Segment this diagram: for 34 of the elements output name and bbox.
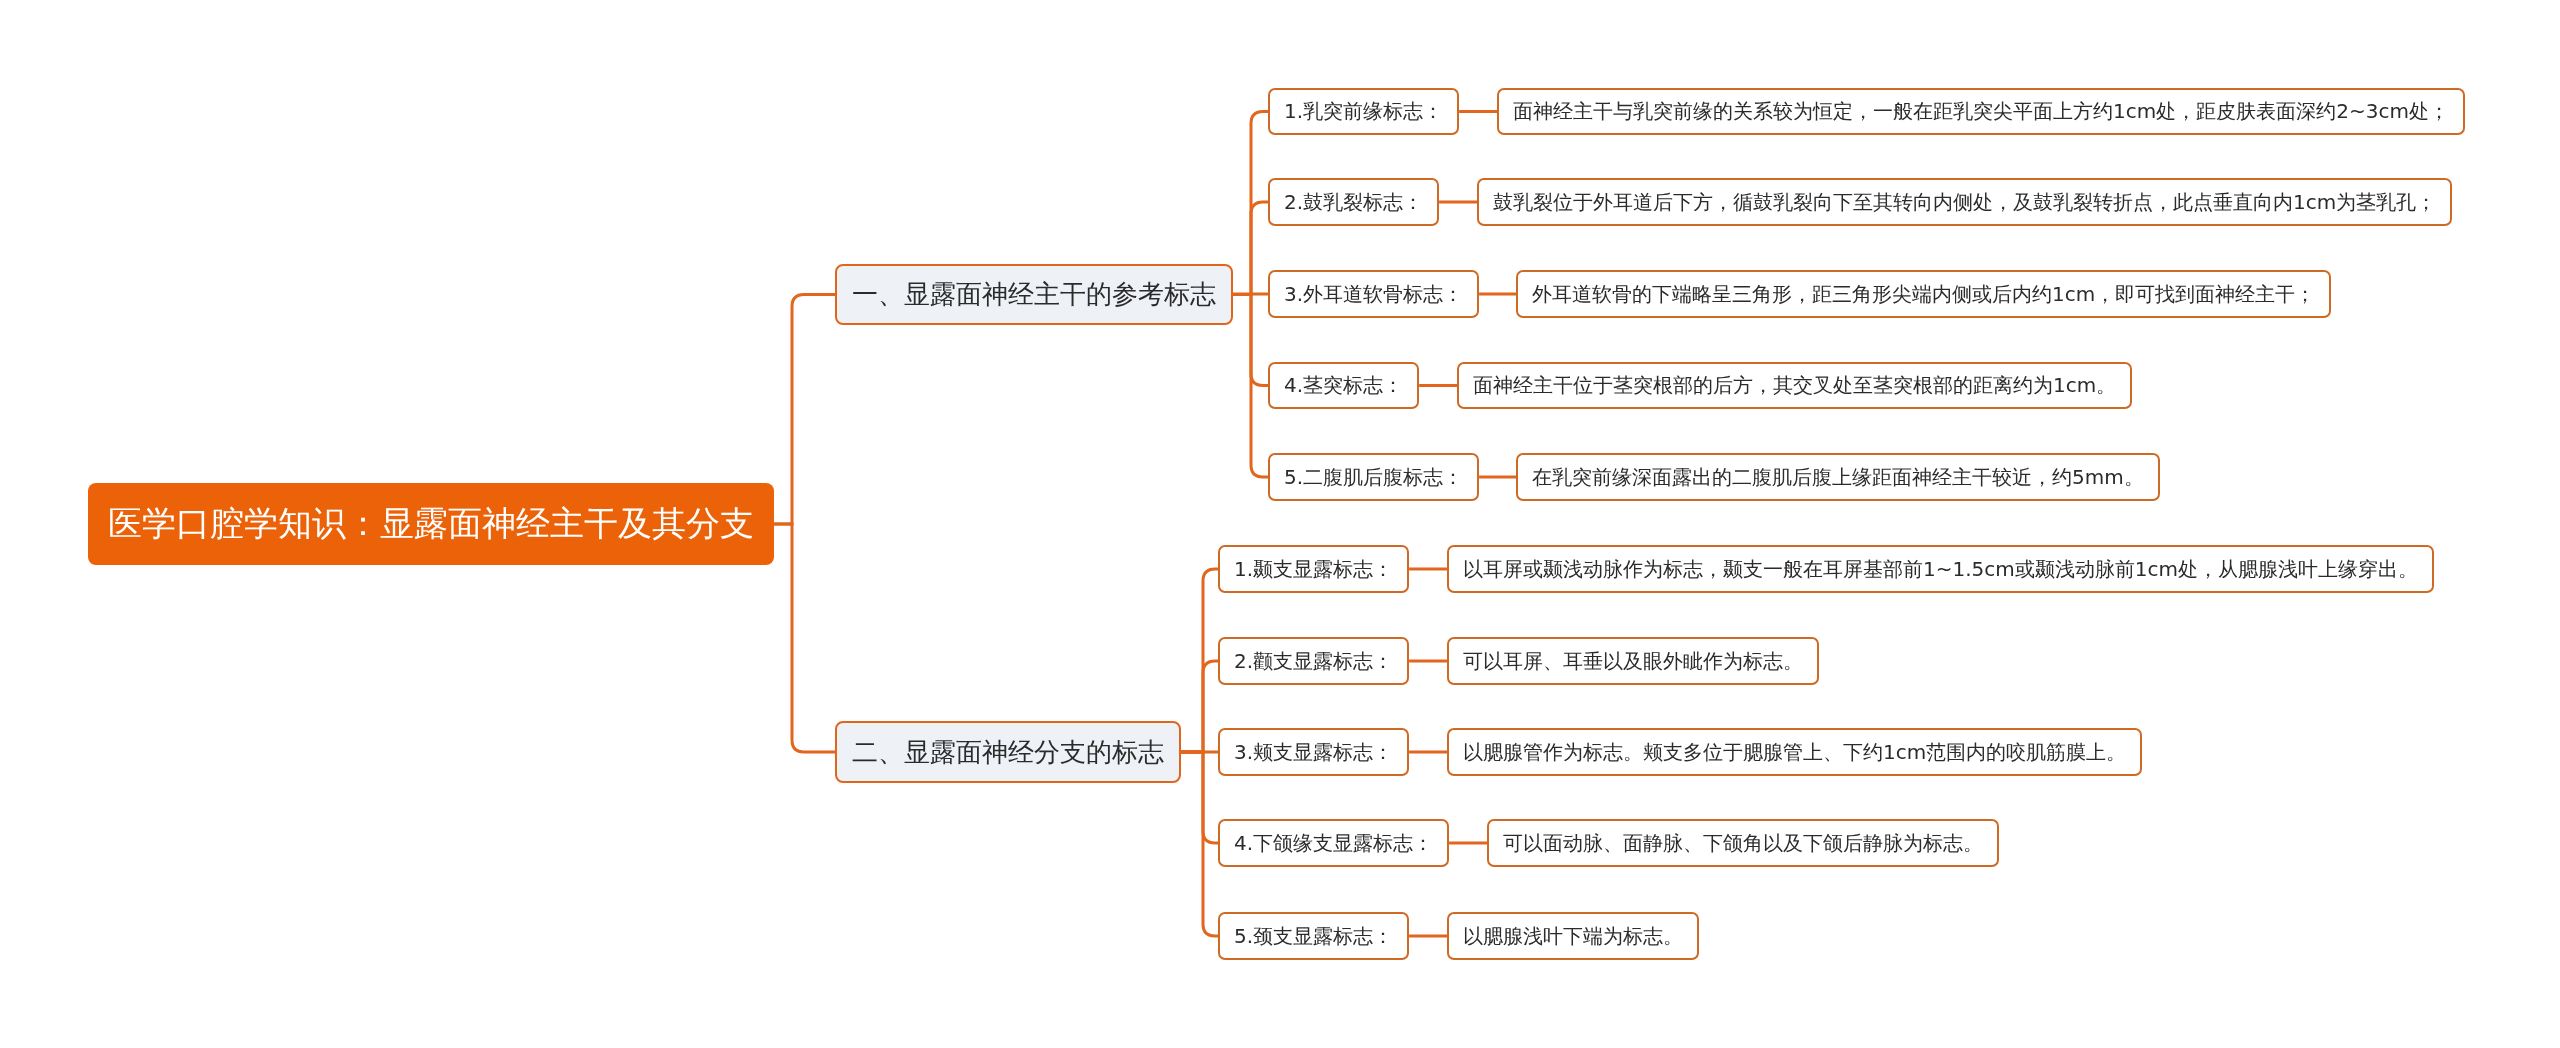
note-box: 可以耳屏、耳垂以及眼外眦作为标志。 — [1447, 637, 1819, 685]
subtopic-box: 3.颊支显露标志： — [1218, 728, 1410, 776]
note-box: 在乳突前缘深面露出的二腹肌后腹上缘距面神经主干较近，约5mm。 — [1516, 453, 2160, 501]
note-box: 以腮腺管作为标志。颊支多位于腮腺管上、下约1cm范围内的咬肌筋膜上。 — [1447, 728, 2143, 776]
note-box: 面神经主干与乳突前缘的关系较为恒定，一般在距乳突尖平面上方约1cm处，距皮肤表面深约2~3cm处； — [1497, 88, 2465, 135]
subtopic-box: 5.二腹肌后腹标志： — [1268, 453, 1480, 501]
connector-line — [1459, 110, 1497, 113]
connector-line — [1409, 659, 1447, 663]
note-box: 以腮腺浅叶下端为标志。 — [1447, 912, 1699, 960]
subtopic-box: 2.鼓乳裂标志： — [1268, 178, 1440, 226]
subtopic-box: 2.颧支显露标志： — [1218, 637, 1410, 685]
connector-line — [1479, 475, 1516, 479]
connector-line — [1409, 750, 1447, 754]
subtopic-box: 3.外耳道软骨标志： — [1268, 270, 1480, 318]
connector-line — [1419, 384, 1457, 387]
subtopic-box: 4.茎突标志： — [1268, 362, 1420, 409]
topic-box: 一、显露面神经主干的参考标志 — [835, 264, 1233, 325]
connector-line — [1439, 200, 1477, 204]
central-topic-box: 医学口腔学知识：显露面神经主干及其分支 — [88, 483, 774, 565]
connector-line — [774, 522, 835, 754]
connector-line — [1409, 934, 1447, 938]
note-box: 面神经主干位于茎突根部的后方，其交叉处至茎突根部的距离约为1cm。 — [1457, 362, 2133, 409]
subtopic-box: 4.下颌缘支显露标志： — [1218, 819, 1450, 867]
topic-box: 二、显露面神经分支的标志 — [835, 721, 1181, 783]
connector-line — [1479, 292, 1516, 296]
subtopic-box: 1.颞支显露标志： — [1218, 545, 1410, 593]
connector-line — [1409, 567, 1447, 571]
connector-line — [1449, 841, 1487, 845]
note-box: 可以面动脉、面静脉、下颌角以及下颌后静脉为标志。 — [1487, 819, 1999, 867]
note-box: 外耳道软骨的下端略呈三角形，距三角形尖端内侧或后内约1cm，即可找到面神经主干； — [1516, 270, 2332, 318]
subtopic-box: 1.乳突前缘标志： — [1268, 88, 1460, 135]
note-box: 鼓乳裂位于外耳道后下方，循鼓乳裂向下至其转向内侧处，及鼓乳裂转折点，此点垂直向内1cm为茎乳孔； — [1477, 178, 2453, 226]
subtopic-box: 5.颈支显露标志： — [1218, 912, 1410, 960]
note-box: 以耳屏或颞浅动脉作为标志，颞支一般在耳屏基部前1~1.5cm或颞浅动脉前1cm处，从腮腺浅叶上缘穿出。 — [1447, 545, 2434, 593]
